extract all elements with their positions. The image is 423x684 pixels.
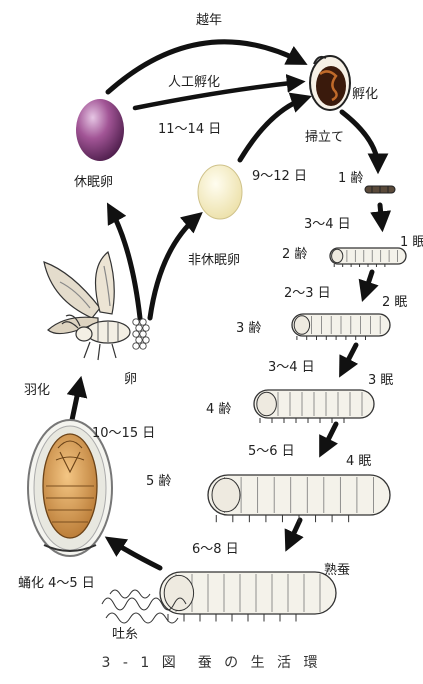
label-instar-4: 4 齢	[206, 402, 231, 417]
label-days-10-15: 10～15 日	[92, 426, 155, 441]
label-hatching: 孵化	[352, 87, 378, 102]
label-molt-3: 3 眠	[368, 373, 393, 388]
larva-1st-instar	[365, 186, 395, 193]
label-molt-2: 2 眠	[382, 295, 407, 310]
label-days-5-6: 5～6 日	[248, 444, 295, 459]
label-instar-1: 1 齢	[338, 171, 363, 186]
label-molt-1: 1 眠	[400, 235, 423, 250]
egg-cluster	[133, 319, 149, 349]
arrow-eclosion	[72, 382, 80, 420]
label-molt-4: 4 眠	[346, 454, 371, 469]
label-instar-3: 3 齢	[236, 321, 261, 336]
hatching-egg	[310, 56, 350, 110]
label-days-6-8: 6～8 日	[192, 542, 239, 557]
label-artificial-hatch: 人工孵化	[168, 75, 220, 90]
figure-caption: 3 - 1 図 蚕 の 生 活 環	[0, 652, 423, 672]
label-instar-2: 2 齢	[282, 247, 307, 262]
arrow-2nd-molt	[364, 272, 372, 296]
label-brushing: 掃立て	[305, 129, 344, 145]
larva-2nd-instar	[330, 248, 406, 267]
larva-4th-instar	[254, 390, 374, 423]
label-pupation: 蛹化 4～5 日	[18, 576, 95, 591]
arrow-4th-molt	[322, 424, 336, 452]
nondormant-egg	[198, 165, 242, 219]
label-days-3-4-a: 3～4 日	[304, 217, 351, 232]
label-days-11-14: 11～14 日	[158, 122, 221, 137]
label-days-9-12: 9～12 日	[252, 169, 307, 184]
label-overwinter: 越年	[196, 13, 222, 28]
arrow-to-pupa	[110, 540, 160, 568]
larva-mature	[160, 572, 336, 622]
label-days-3-4-b: 3～4 日	[268, 360, 315, 375]
label-instar-5: 5 齢	[146, 474, 171, 489]
arrow-5th-instar-end	[288, 520, 300, 546]
label-dormant-egg: 休眠卵	[74, 175, 113, 190]
arrow-nondormant-hatch	[240, 98, 306, 160]
larva-5th-instar	[208, 475, 390, 522]
label-egg: 卵	[124, 372, 137, 387]
label-days-2-3: 2～3 日	[284, 286, 331, 301]
label-silk-spinning: 吐糸	[112, 627, 138, 642]
arrow-3rd-molt	[342, 345, 356, 372]
arrow-to-dormant-egg	[110, 208, 140, 318]
arrow-hatch-to-larva	[342, 112, 378, 168]
label-nondormant-egg: 非休眠卵	[188, 253, 240, 268]
moth	[44, 252, 130, 360]
dormant-egg	[76, 99, 124, 161]
label-eclosion: 羽化	[24, 383, 50, 398]
label-mature-larva: 熟蚕	[324, 562, 350, 578]
larva-3rd-instar	[292, 314, 390, 340]
arrow-1st-molt	[380, 205, 382, 226]
